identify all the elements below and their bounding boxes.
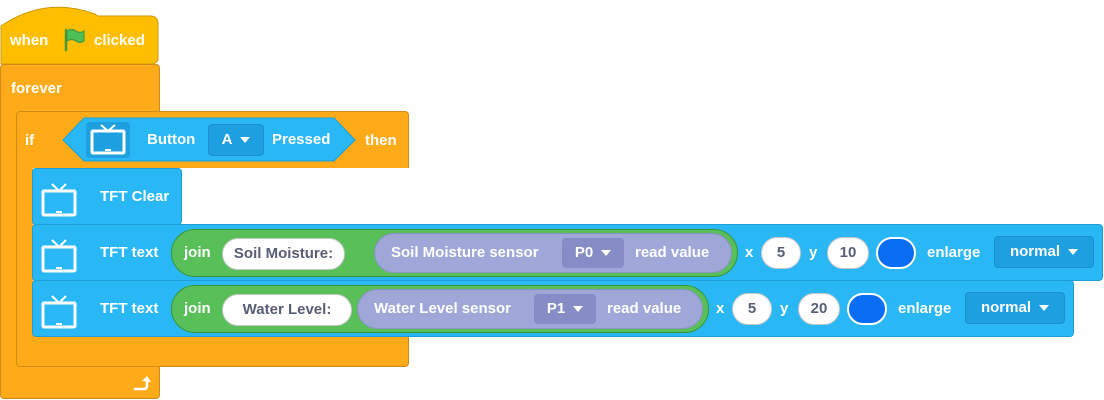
button-label: Button — [147, 131, 196, 148]
dropdown-arrow-icon — [601, 250, 612, 256]
clicked-label: clicked — [94, 32, 145, 49]
loop-arrow-icon — [131, 373, 151, 393]
string-input[interactable]: Soil Moisture: — [222, 238, 345, 270]
y-input[interactable]: 20 — [798, 293, 840, 325]
x-input[interactable]: 5 — [732, 293, 772, 325]
y-value: 20 — [810, 300, 828, 317]
x-value: 5 — [776, 244, 786, 261]
string-value: Soil Moisture: — [233, 245, 334, 262]
forever-label: forever — [11, 80, 62, 97]
tft-clear-block[interactable]: TFT Clear — [32, 168, 182, 225]
enlarge-label: enlarge — [898, 300, 952, 317]
green-flag-icon — [63, 28, 85, 52]
dropdown-arrow-icon — [573, 306, 584, 312]
then-label: then — [365, 132, 397, 149]
button-dropdown-value: A — [221, 131, 233, 148]
forever-arm — [0, 111, 17, 366]
join-reporter[interactable]: join Soil Moisture: Soil Moisture sensor… — [171, 229, 738, 277]
tv-icon — [86, 122, 130, 158]
when-flag-clicked-block[interactable]: when clicked — [0, 0, 160, 66]
water-level-sensor-reporter[interactable]: Water Level sensor P1 read value — [357, 289, 703, 329]
read-value-label: read value — [635, 244, 710, 261]
enlarge-label: enlarge — [927, 244, 981, 261]
forever-block[interactable]: forever — [0, 64, 160, 112]
x-input[interactable]: 5 — [761, 237, 801, 269]
soil-moisture-sensor-reporter[interactable]: Soil Moisture sensor P0 read value — [374, 233, 732, 273]
port-value: P0 — [574, 244, 594, 261]
port-dropdown[interactable]: P0 — [562, 238, 624, 268]
forever-bottom — [0, 366, 160, 399]
dropdown-arrow-icon — [1068, 249, 1078, 255]
tft-clear-label: TFT Clear — [100, 188, 170, 205]
read-value-label: read value — [607, 300, 682, 317]
tv-icon — [39, 293, 79, 331]
dropdown-arrow-icon — [1039, 305, 1049, 311]
sensor-label: Water Level sensor — [374, 300, 511, 317]
size-dropdown[interactable]: normal — [994, 236, 1094, 268]
sensor-label: Soil Moisture sensor — [391, 244, 539, 261]
x-value: 5 — [747, 300, 757, 317]
color-picker[interactable] — [847, 293, 887, 325]
tft-text-label: TFT text — [100, 300, 159, 317]
port-dropdown[interactable]: P1 — [534, 294, 596, 324]
join-label: join — [184, 244, 211, 261]
x-label: x — [745, 244, 754, 261]
join-reporter[interactable]: join Water Level: Water Level sensor P1 … — [171, 285, 709, 333]
if-bottom — [16, 336, 409, 367]
y-value: 10 — [839, 244, 857, 261]
button-dropdown[interactable]: A — [208, 124, 264, 156]
pressed-label: Pressed — [272, 131, 331, 148]
y-input[interactable]: 10 — [827, 237, 869, 269]
tv-icon — [39, 237, 79, 275]
string-input[interactable]: Water Level: — [222, 294, 352, 326]
if-arm — [16, 167, 33, 337]
color-picker[interactable] — [876, 237, 916, 269]
size-value: normal — [1009, 243, 1060, 260]
y-label: y — [809, 244, 818, 261]
size-dropdown[interactable]: normal — [965, 292, 1065, 324]
dropdown-arrow-icon — [240, 137, 251, 143]
tft-text-label: TFT text — [100, 244, 159, 261]
tv-icon — [39, 181, 79, 219]
tft-text-block-1[interactable]: TFT text join Soil Moisture: Soil Moistu… — [32, 224, 1103, 281]
port-value: P1 — [546, 300, 566, 317]
when-label: when — [10, 32, 49, 49]
if-label: if — [25, 132, 35, 149]
x-label: x — [716, 300, 725, 317]
button-pressed-condition[interactable]: Button A Pressed — [62, 117, 356, 162]
tft-text-block-2[interactable]: TFT text join Water Level: Water Level s… — [32, 280, 1074, 337]
join-label: join — [184, 300, 211, 317]
string-value: Water Level: — [242, 301, 332, 318]
y-label: y — [780, 300, 789, 317]
size-value: normal — [980, 299, 1031, 316]
